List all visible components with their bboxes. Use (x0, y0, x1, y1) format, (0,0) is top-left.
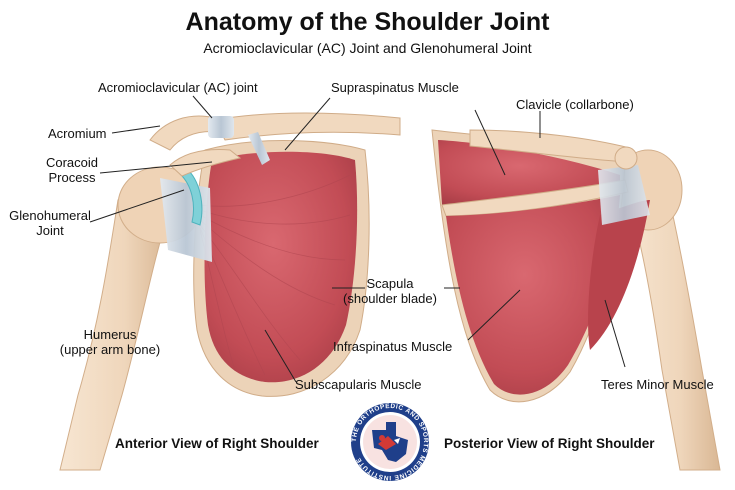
teres-minor-muscle (588, 200, 650, 350)
leader-supraspinatus (284, 97, 331, 151)
label-scapula-line2: (shoulder blade) (343, 291, 437, 306)
ac-joint-ligament (208, 116, 234, 138)
label-glenohumeral: Glenohumeral Joint (8, 208, 92, 238)
label-acromium: Acromium (48, 126, 107, 141)
posterior-capsule (598, 165, 650, 225)
label-coracoid: Coracoid Process (40, 155, 104, 185)
anterior-view-illustration (59, 112, 401, 471)
label-scapula: Scapula (shoulder blade) (335, 276, 445, 306)
label-humerus-line1: Humerus (83, 327, 137, 342)
anterior-clavicle (214, 112, 401, 141)
page-title: Anatomy of the Shoulder Joint (185, 8, 550, 36)
leader-ac-joint (192, 95, 213, 119)
coracoclavicular-ligament (248, 132, 270, 165)
label-glenohumeral-line1: Glenohumeral (9, 208, 91, 223)
page-subtitle: Acromioclavicular (AC) Joint and Glenohu… (203, 40, 532, 56)
subscapularis-fibers (199, 174, 351, 376)
leader-teres-minor (604, 299, 626, 368)
glenoid-cartilage (179, 167, 203, 226)
leader-subscapularis (264, 329, 297, 383)
label-subscapularis: Subscapularis Muscle (295, 377, 422, 392)
acromion-tip (614, 146, 638, 170)
label-humerus-line2: (upper arm bone) (59, 342, 161, 357)
leader-posterior-supraspinatus (474, 109, 506, 176)
label-ac-joint: Acromioclavicular (AC) joint (98, 80, 258, 95)
leader-coracoid (99, 161, 213, 174)
leader-acromium (111, 125, 161, 134)
subscapularis-muscle (204, 151, 358, 383)
leader-infraspinatus (467, 289, 521, 341)
label-teres-minor: Teres Minor Muscle (601, 377, 714, 392)
label-supraspinatus: Supraspinatus Muscle (331, 80, 459, 95)
label-humerus: Humerus (upper arm bone) (50, 327, 170, 357)
label-scapula-line1: Scapula (366, 276, 414, 291)
leader-lines (89, 95, 626, 383)
label-coracoid-line1: Coracoid (45, 155, 99, 170)
posterior-view-illustration (431, 129, 721, 471)
institute-logo: THE ORTHOPEDIC AND SPORTS MEDICINE INSTI… (351, 403, 429, 481)
leader-glenohumeral (89, 189, 185, 223)
infraspinatus-muscle (446, 195, 620, 395)
humerus-bone (59, 199, 169, 471)
label-clavicle: Clavicle (collarbone) (516, 97, 634, 112)
glenohumeral-capsule (160, 178, 212, 262)
label-infraspinatus: Infraspinatus Muscle (333, 339, 453, 354)
label-posterior-view: Posterior View of Right Shoulder (444, 436, 655, 451)
label-glenohumeral-line2: Joint (36, 223, 64, 238)
label-anterior-view: Anterior View of Right Shoulder (115, 436, 319, 451)
label-coracoid-line2: Process (48, 170, 96, 185)
